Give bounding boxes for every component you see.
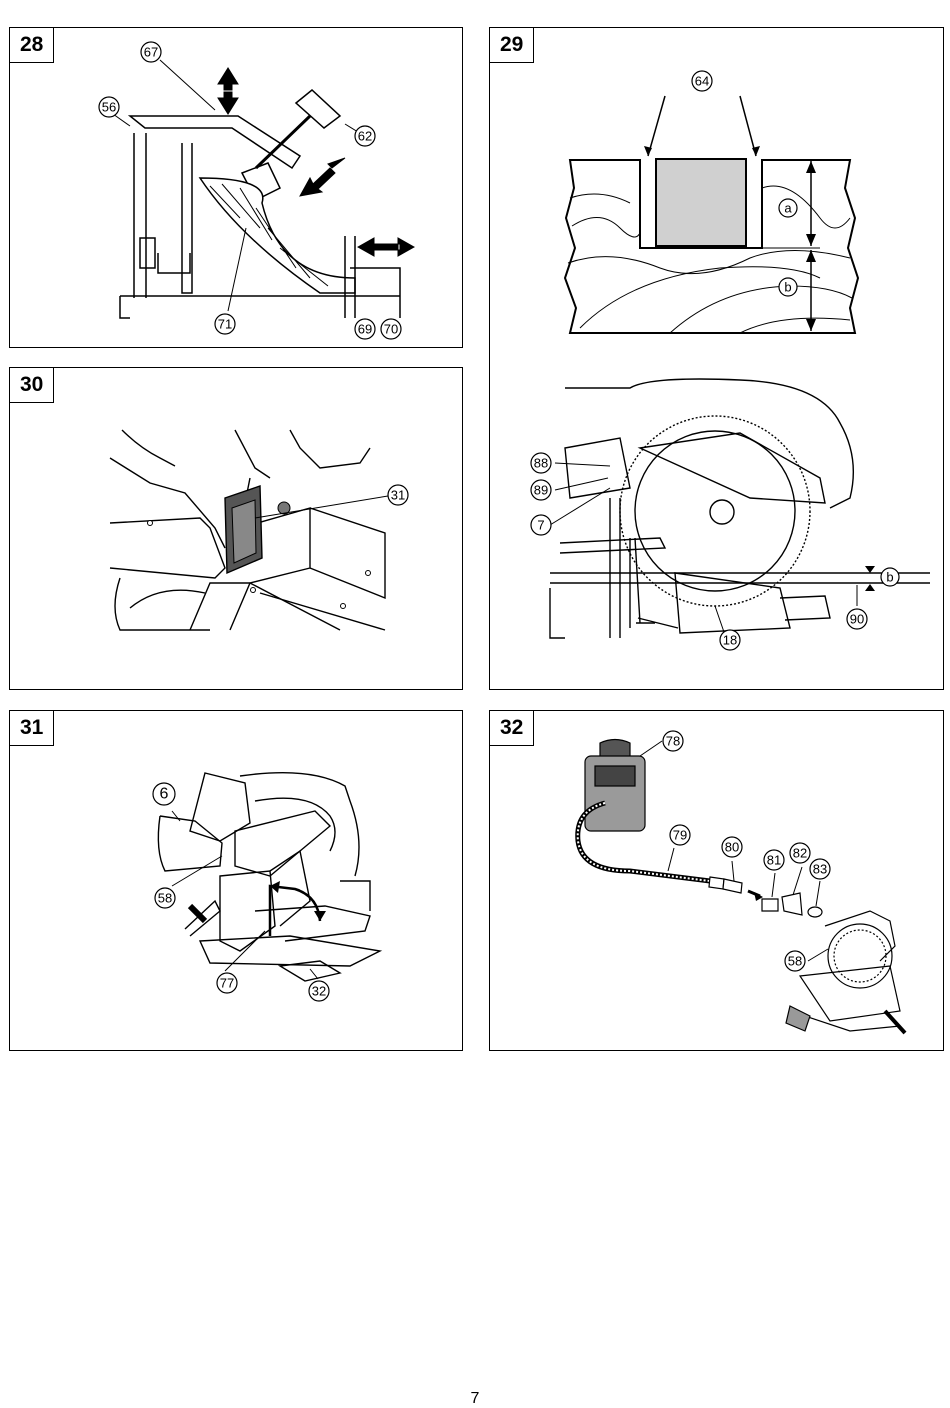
diagonal-arrow-icon (299, 157, 346, 197)
gap-arrows-icon (865, 566, 875, 591)
callout-b-gap: b (886, 570, 893, 585)
hose-79 (576, 802, 711, 882)
miter-saw-drawing (549, 378, 930, 639)
callout-circle (140, 41, 162, 63)
callout-88: 88 (534, 456, 548, 471)
leftright-arrow-icon (356, 237, 416, 257)
callout-a: a (784, 201, 792, 216)
callout-79: 79 (673, 828, 687, 843)
figure-30-panel: 30 31 (9, 367, 463, 690)
adapter-80 (722, 878, 743, 894)
rotate-arrow-icon (270, 881, 326, 921)
callout-64: 64 (695, 74, 709, 89)
callout-6: 6 (160, 786, 169, 803)
callout-69: 69 (358, 322, 372, 337)
figure-28-number: 28 (10, 28, 55, 63)
workpiece (198, 177, 356, 294)
figure-30-illustration: 31 (109, 429, 409, 631)
figure-29-number: 29 (490, 28, 535, 63)
callout-71: 71 (218, 317, 232, 332)
callout-83: 83 (813, 862, 827, 877)
miter-saw-drawing (157, 771, 383, 982)
figure-31-illustration: 6 58 77 32 (152, 771, 383, 1002)
fence-post (133, 133, 147, 298)
figure-32-panel: 32 (489, 710, 944, 1051)
figure-30-number: 30 (10, 368, 55, 403)
callout-80: 80 (725, 840, 739, 855)
callout-81: 81 (767, 853, 781, 868)
workpiece-64 (655, 158, 747, 247)
saw-blade (619, 415, 811, 607)
callout-90: 90 (850, 612, 864, 627)
figure-29-illustration: 64 a b 88 89 7 b 90 18 (530, 70, 930, 651)
adapter-81 (761, 898, 779, 912)
clamp-arm (127, 115, 302, 170)
adapter-82 (781, 892, 803, 916)
page-number: 7 (470, 1390, 480, 1407)
callout-82: 82 (793, 846, 807, 861)
figure-32-illustration: 78 79 80 81 82 83 58 (575, 730, 907, 1035)
callout-70: 70 (384, 322, 398, 337)
callout-18: 18 (723, 633, 737, 648)
figure-28-panel: 28 (9, 27, 463, 348)
callout-7: 7 (537, 518, 544, 533)
wood-grain (571, 217, 641, 238)
dimension-arrows-icon (806, 161, 816, 331)
callout-58: 58 (158, 891, 172, 906)
callout-31: 31 (391, 488, 405, 503)
callout-32: 32 (312, 984, 326, 999)
figure-28-illustration: 67 56 62 71 69 70 (98, 41, 416, 340)
arrow-down-icon (644, 146, 760, 156)
figure-32-number: 32 (490, 711, 535, 746)
vacuum-cleaner (584, 738, 646, 832)
callout-58-dust: 58 (788, 954, 802, 969)
clamp-83 (807, 906, 823, 918)
callout-67: 67 (144, 45, 158, 60)
insert-arrow-icon (754, 892, 763, 901)
callout-b: b (784, 280, 791, 295)
clamp-knob (294, 89, 342, 129)
figure-29-panel: 29 (489, 27, 944, 690)
callout-62: 62 (358, 129, 372, 144)
callout-78: 78 (666, 734, 680, 749)
figure-31-panel: 31 6 58 77 32 (9, 710, 463, 1051)
callout-89: 89 (534, 483, 548, 498)
updown-arrow-icon (217, 67, 239, 115)
miter-saw-drawing (785, 910, 907, 1035)
figure-31-number: 31 (10, 711, 55, 746)
callout-56: 56 (102, 100, 116, 115)
callout-77: 77 (220, 976, 234, 991)
